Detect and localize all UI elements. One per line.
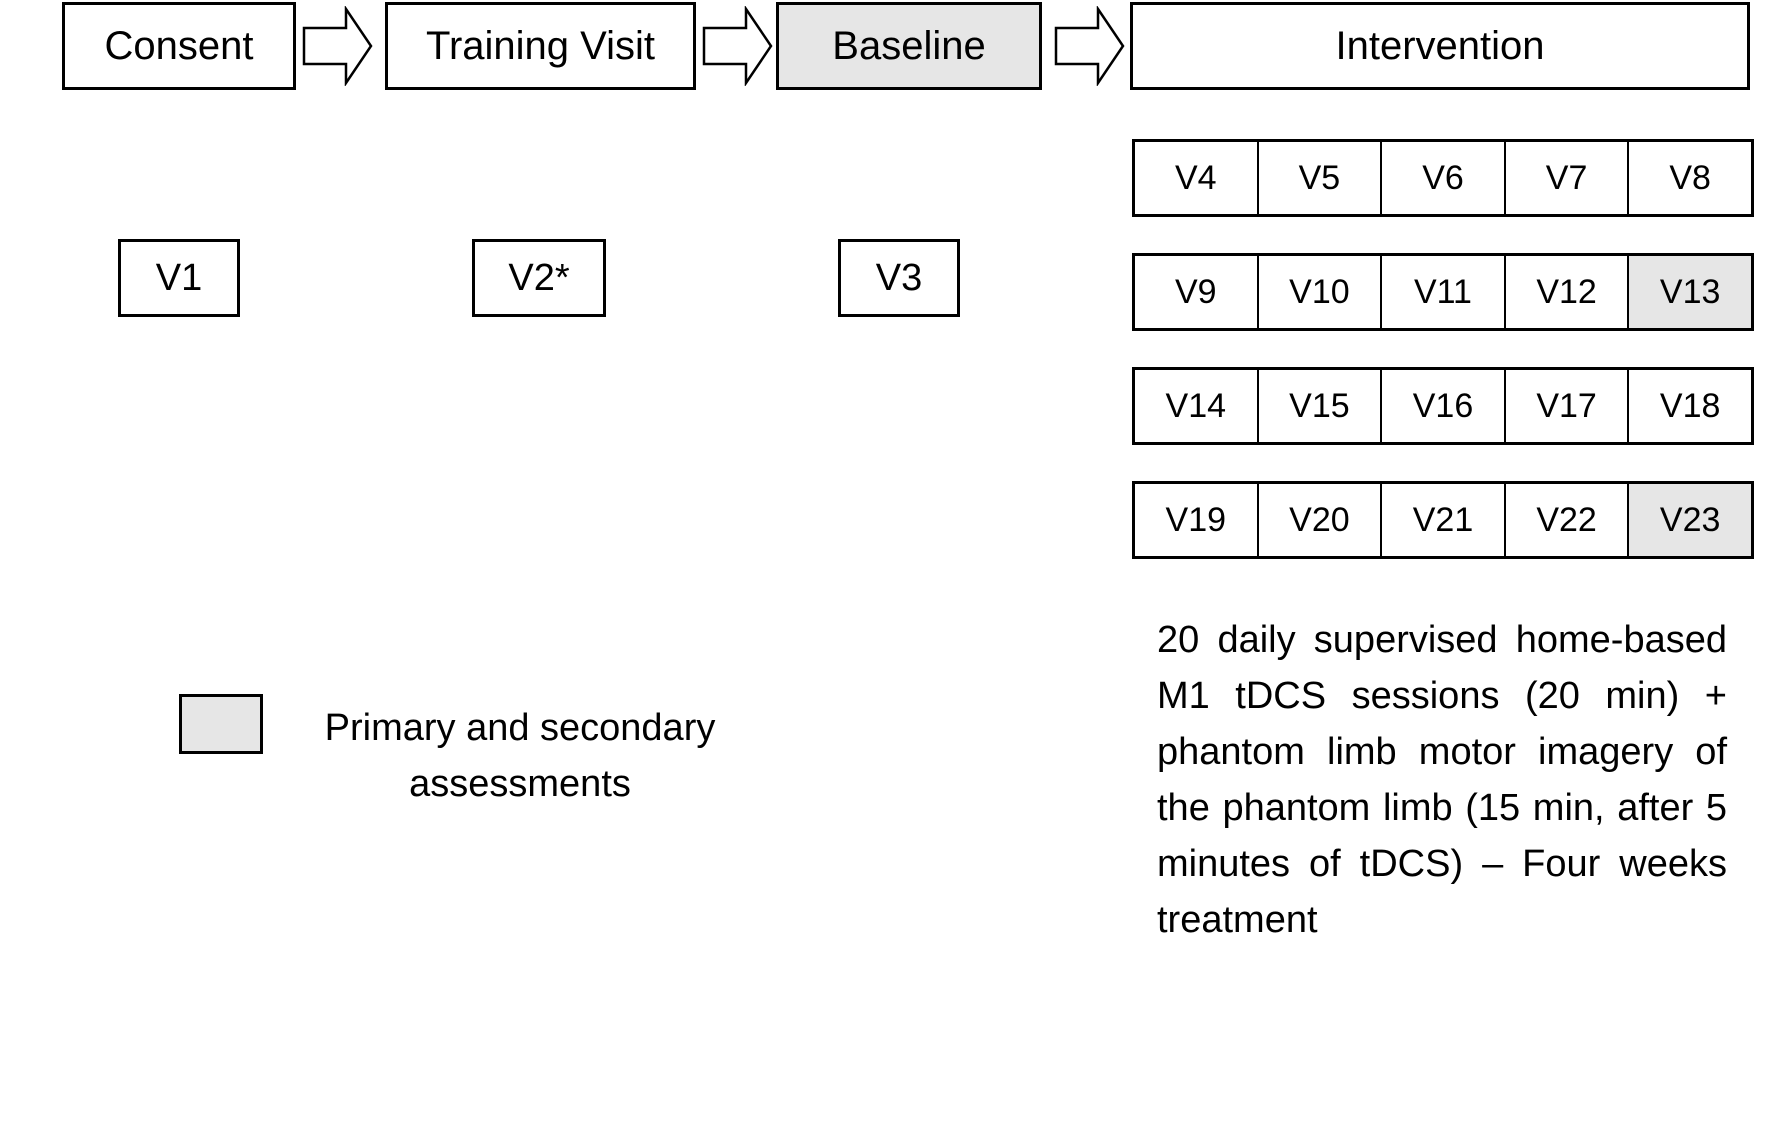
visit-v3: V3 — [838, 239, 960, 317]
phase-intervention-label: Intervention — [1335, 23, 1545, 68]
intervention-row-week-2: V9 V10 V11 V12 V13 — [1132, 253, 1754, 331]
flow-arrow-3-icon — [1054, 6, 1125, 86]
phase-training-visit: Training Visit — [385, 2, 696, 90]
phase-baseline: Baseline — [776, 2, 1042, 90]
visit-cell: V7 — [1506, 142, 1630, 214]
visit-v2: V2* — [472, 239, 606, 317]
visit-cell: V15 — [1259, 370, 1383, 442]
visit-cell: V18 — [1659, 386, 1721, 425]
intervention-description: 20 daily supervised home-based M1 tDCS s… — [1157, 619, 1727, 941]
visit-cell: V6 — [1382, 142, 1506, 214]
visit-cell: V11 — [1382, 256, 1506, 328]
visit-cell: V5 — [1259, 142, 1383, 214]
visit-v2-label: V2* — [508, 256, 570, 299]
visit-cell-assessment: V23 — [1629, 484, 1751, 556]
intervention-row-week-3: V14 V15 V16 V17 V18 — [1132, 367, 1754, 445]
visit-cell: V10 — [1259, 256, 1383, 328]
flow-arrow-1-icon — [302, 6, 373, 86]
visit-cell: V16 — [1382, 370, 1506, 442]
visit-cell: V19 — [1135, 484, 1259, 556]
visit-v1-label: V1 — [155, 256, 203, 299]
visit-v3-label: V3 — [875, 256, 923, 299]
flow-arrow-2-icon — [702, 6, 773, 86]
phase-intervention: Intervention — [1130, 2, 1750, 90]
visit-cell: V17 — [1506, 370, 1630, 442]
legend-swatch — [179, 694, 263, 754]
phase-baseline-label: Baseline — [832, 23, 986, 68]
visit-cell: V14 — [1135, 370, 1259, 442]
phase-consent: Consent — [62, 2, 296, 90]
visit-cell-assessment: V13 — [1629, 256, 1751, 328]
visit-cell: V8 — [1669, 158, 1711, 197]
phase-consent-label: Consent — [104, 23, 254, 68]
visit-cell: V4 — [1135, 142, 1259, 214]
visit-cell: V22 — [1506, 484, 1630, 556]
intervention-row-week-1: V4 V5 V6 V7 V8 — [1132, 139, 1754, 217]
intervention-row-week-4: V19 V20 V21 V22 V23 — [1132, 481, 1754, 559]
legend-label: Primary and secondary assessments — [324, 707, 716, 805]
visit-cell: V20 — [1259, 484, 1383, 556]
visit-cell: V21 — [1382, 484, 1506, 556]
visit-cell: V12 — [1506, 256, 1630, 328]
phase-training-visit-label: Training Visit — [426, 23, 655, 68]
visit-v1: V1 — [118, 239, 240, 317]
visit-cell: V9 — [1135, 256, 1259, 328]
